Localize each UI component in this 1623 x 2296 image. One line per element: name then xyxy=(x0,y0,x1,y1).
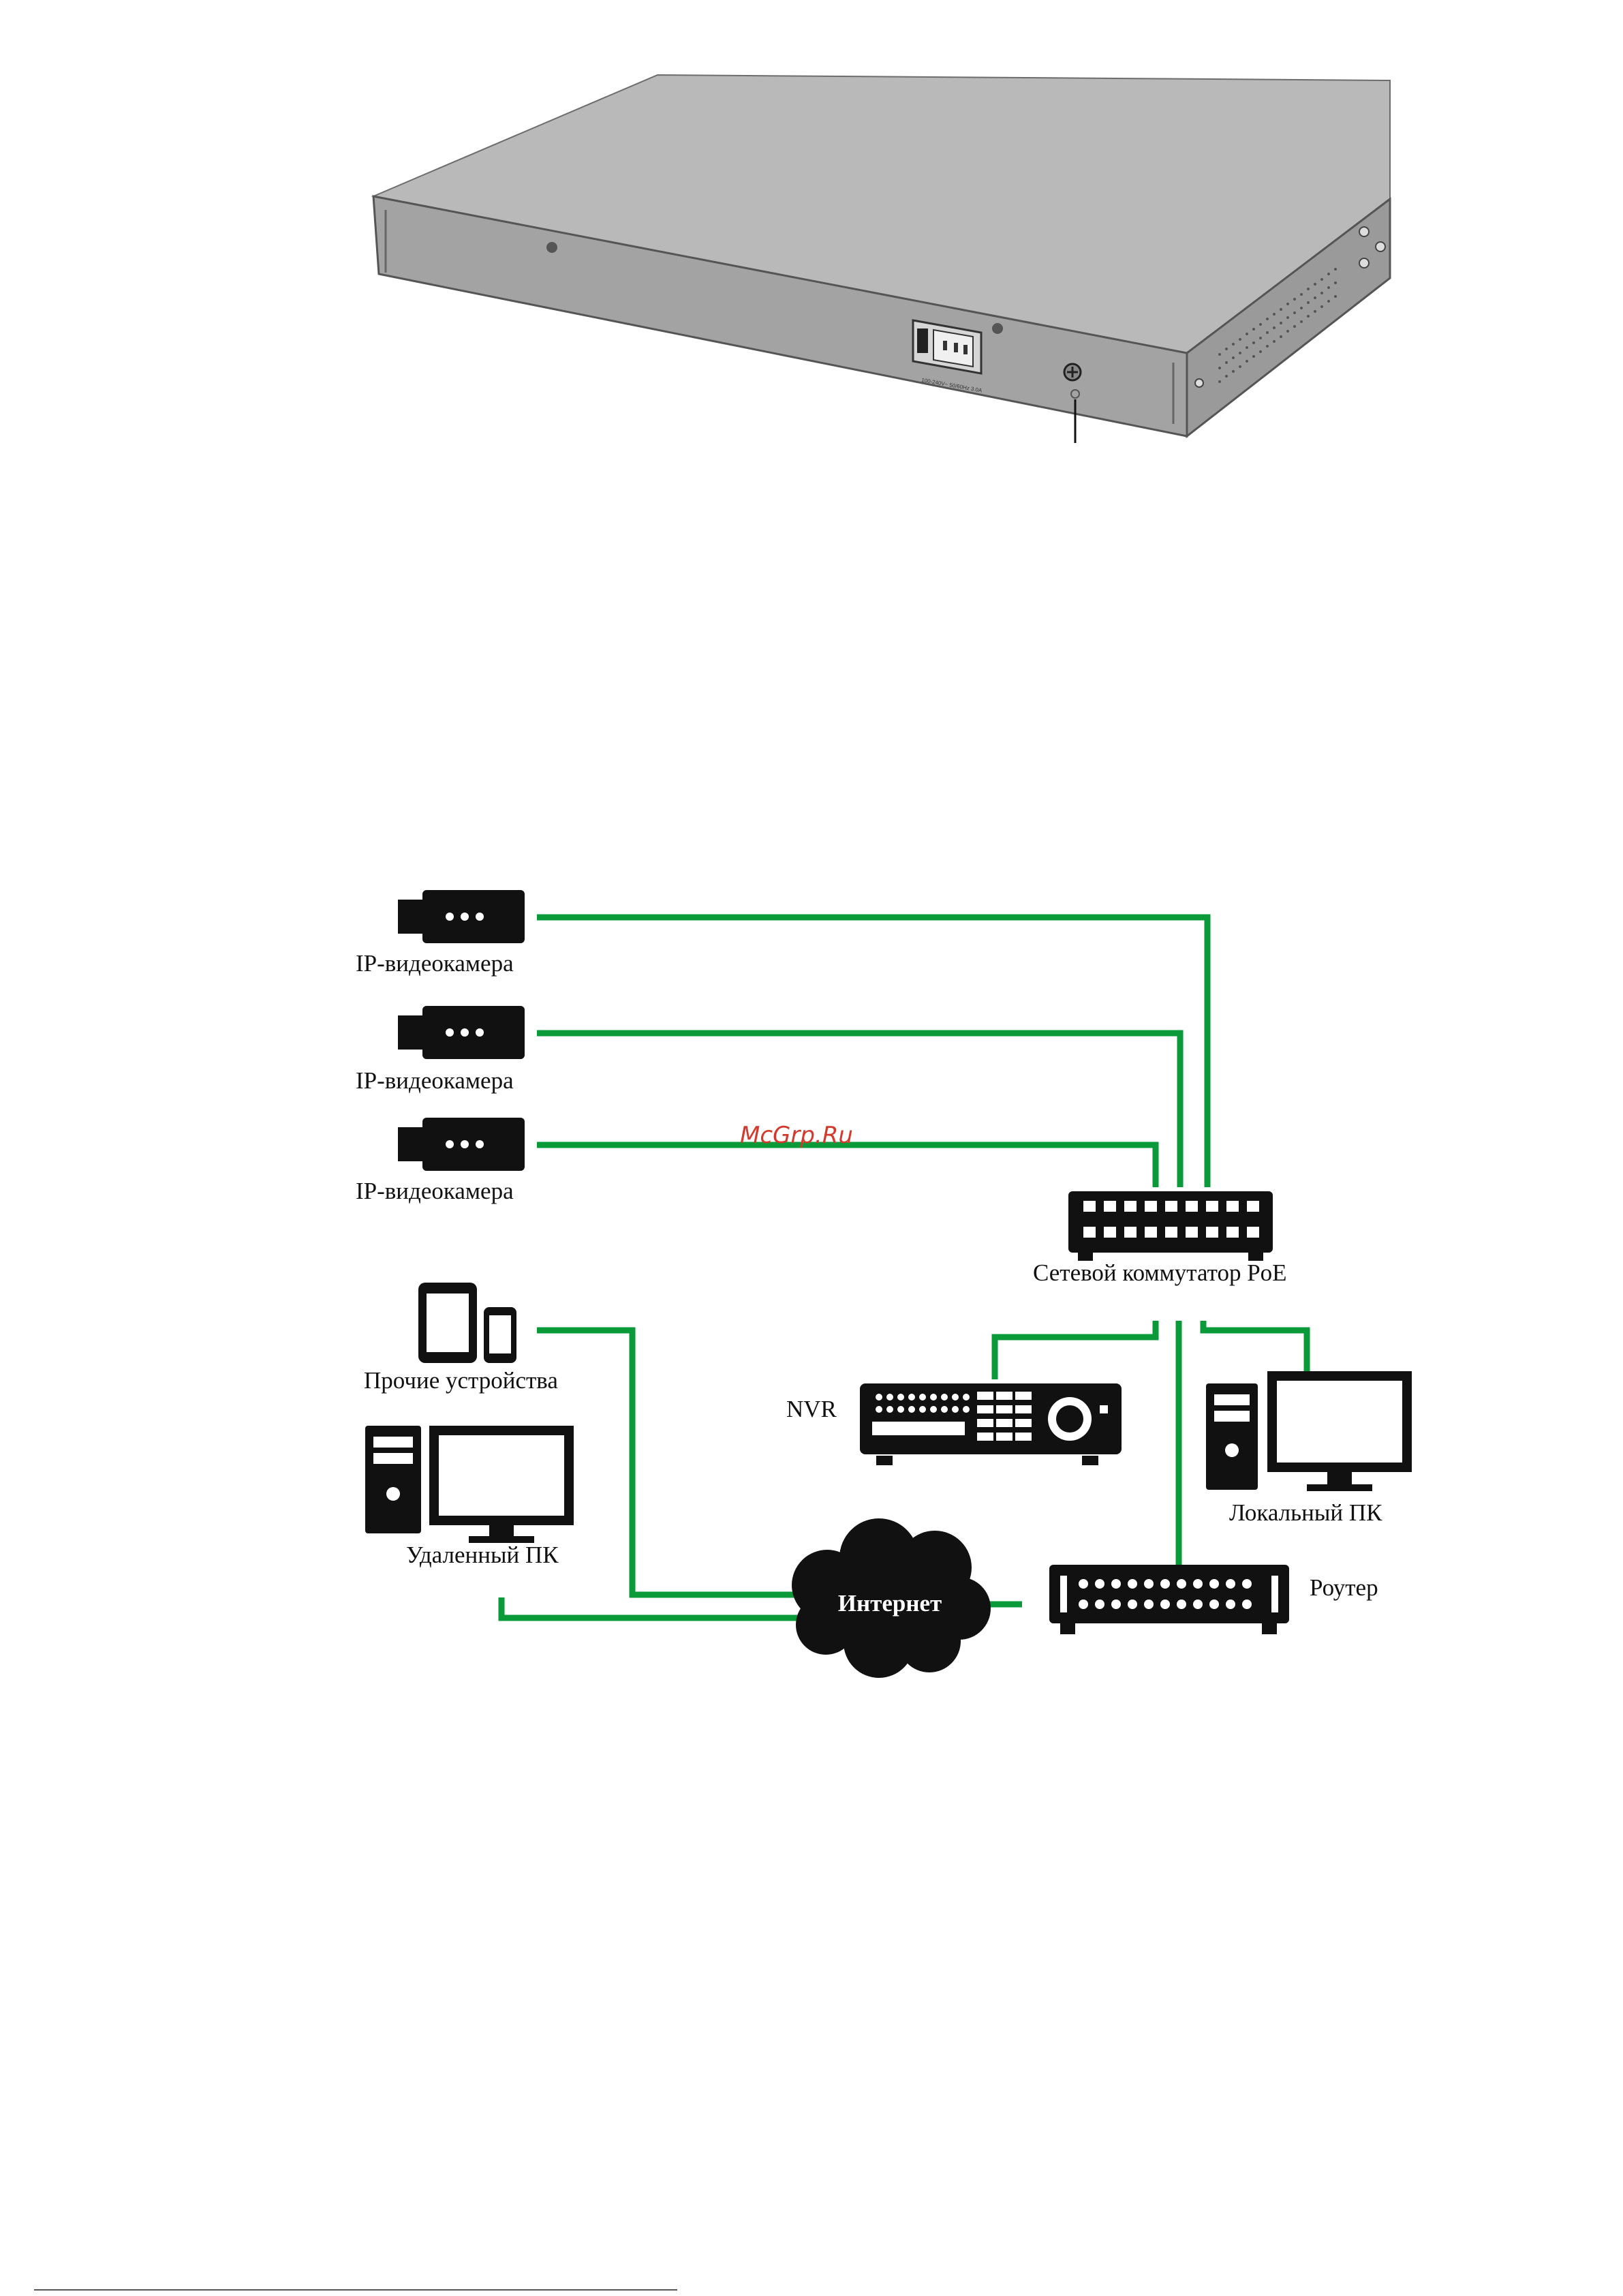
link-camera3-switch xyxy=(537,1145,1156,1187)
remote-pc-label: Удаленный ПК xyxy=(406,1542,559,1569)
camera-icon xyxy=(398,1118,525,1171)
camera-label-2: IP-видеокамера xyxy=(356,1067,514,1095)
local-pc-icon xyxy=(1206,1371,1412,1491)
other-devices-label: Прочие устройства xyxy=(364,1367,558,1394)
internet-label: Интернет xyxy=(838,1590,942,1617)
link-switch-localpc xyxy=(1203,1321,1307,1373)
watermark-text: McGrp.Ru xyxy=(740,1122,853,1149)
camera-label-1: IP-видеокамера xyxy=(356,950,514,977)
link-other-internet xyxy=(537,1330,799,1595)
camera-label-3: IP-видеокамера xyxy=(356,1178,514,1205)
local-pc-label: Локальный ПК xyxy=(1229,1499,1382,1527)
nvr-label: NVR xyxy=(786,1396,837,1423)
link-switch-nvr xyxy=(995,1321,1156,1379)
mobile-devices-icon xyxy=(418,1283,516,1363)
poe-switch-icon xyxy=(1068,1191,1273,1261)
poe-switch-label: Сетевой коммутатор PoE xyxy=(1033,1259,1287,1287)
link-camera2-switch xyxy=(537,1033,1180,1187)
nvr-icon xyxy=(860,1383,1122,1465)
remote-pc-icon xyxy=(365,1426,574,1543)
link-remotepc-internet xyxy=(501,1597,799,1618)
camera-icon xyxy=(398,1006,525,1059)
router-label: Роутер xyxy=(1310,1574,1378,1602)
router-icon xyxy=(1049,1565,1289,1634)
camera-icon xyxy=(398,890,525,943)
